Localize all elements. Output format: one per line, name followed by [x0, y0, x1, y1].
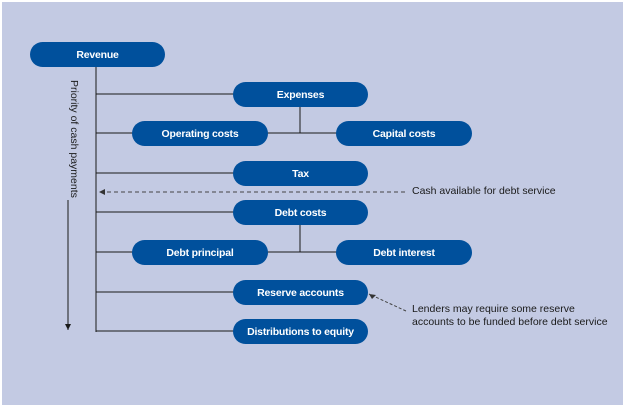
node-capital-costs: Capital costs — [336, 121, 472, 146]
node-expenses: Expenses — [233, 82, 368, 107]
node-tax: Tax — [233, 161, 368, 186]
priority-axis-label: Priority of cash payments — [68, 80, 80, 198]
lenders-note-line2: accounts to be funded before debt servic… — [412, 316, 608, 328]
node-debt-principal: Debt principal — [132, 240, 268, 265]
node-revenue: Revenue — [30, 42, 165, 67]
cash-available-note: Cash available for debt service — [412, 185, 556, 197]
node-reserve-accounts: Reserve accounts — [233, 280, 368, 305]
lenders-note-line1: Lenders may require some reserve — [412, 303, 575, 315]
node-distributions-to-equity: Distributions to equity — [233, 319, 368, 344]
lenders-dashed-arrow — [368, 293, 407, 312]
node-debt-interest: Debt interest — [336, 240, 472, 265]
node-debt-costs: Debt costs — [233, 200, 368, 225]
node-operating-costs: Operating costs — [132, 121, 268, 146]
